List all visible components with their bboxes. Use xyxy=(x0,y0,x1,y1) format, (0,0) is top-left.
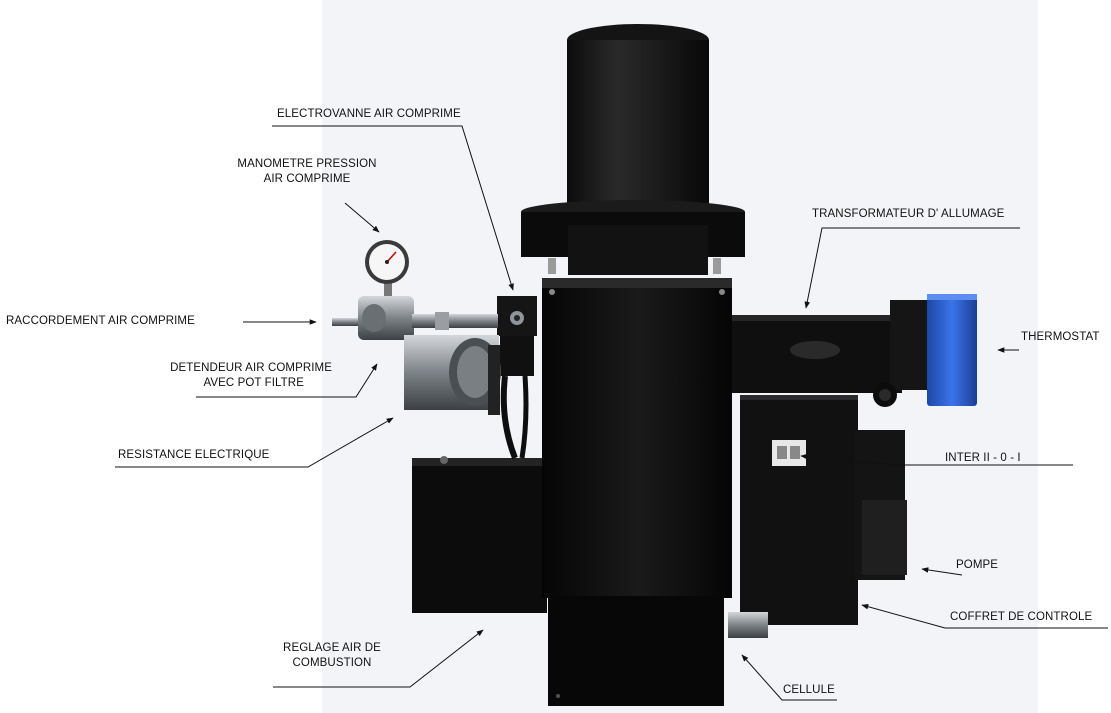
thermostat-unit xyxy=(890,294,977,406)
electric-heater xyxy=(404,335,501,415)
label-manometre-line2: AIR COMPRIME xyxy=(263,173,351,185)
solenoid-valve xyxy=(497,296,537,460)
air-damper-housing xyxy=(412,456,547,613)
leader-reglage xyxy=(273,629,484,688)
label-manometre: MANOMETRE PRESSION AIR COMPRIME xyxy=(222,157,392,187)
label-thermostat: THERMOSTAT xyxy=(1021,331,1100,343)
leader-electrovanne xyxy=(272,125,514,291)
leader-pompe xyxy=(921,567,963,576)
mounting-flange xyxy=(521,200,745,275)
label-detendeur: DETENDEUR AIR COMPRIME AVEC POT FILTRE xyxy=(146,361,332,391)
label-reglage: REGLAGE AIR DE COMBUSTION xyxy=(262,641,402,671)
oil-pump xyxy=(855,383,907,580)
air-regulator xyxy=(332,296,498,340)
control-box xyxy=(740,395,858,625)
label-detendeur-line1: DETENDEUR AIR COMPRIME xyxy=(170,362,332,374)
label-electrovanne: ELECTROVANNE AIR COMPRIME xyxy=(277,108,461,120)
leader-transformateur xyxy=(804,227,1020,309)
air-intake-pipe xyxy=(567,24,709,226)
label-pompe: POMPE xyxy=(956,559,999,571)
burner-body xyxy=(542,278,732,706)
leader-inter xyxy=(800,453,1073,466)
label-transformateur: TRANSFORMATEUR D' ALLUMAGE xyxy=(812,208,1005,220)
label-reglage-line2: COMBUSTION xyxy=(292,657,372,669)
label-manometre-line1: MANOMETRE PRESSION xyxy=(237,158,377,170)
label-inter: INTER II - 0 - I xyxy=(945,452,1021,464)
ignition-transformer xyxy=(732,315,902,393)
leader-lines xyxy=(115,125,1108,701)
label-coffret: COFFRET DE CONTROLE xyxy=(950,611,1093,623)
pressure-gauge xyxy=(365,240,409,297)
leader-resistance xyxy=(115,417,394,468)
leader-cellule xyxy=(741,654,837,701)
photocell xyxy=(728,612,768,638)
leader-coffret xyxy=(861,603,1108,629)
label-cellule: CELLULE xyxy=(783,684,835,696)
label-raccordement: RACCORDEMENT AIR COMPRIME xyxy=(6,315,195,327)
label-reglage-line1: REGLAGE AIR DE xyxy=(283,642,381,654)
label-resistance: RESISTANCE ELECTRIQUE xyxy=(118,449,270,461)
leader-manometre xyxy=(344,202,380,233)
label-detendeur-line2: AVEC POT FILTRE xyxy=(203,377,304,389)
leader-detendeur xyxy=(196,363,378,398)
